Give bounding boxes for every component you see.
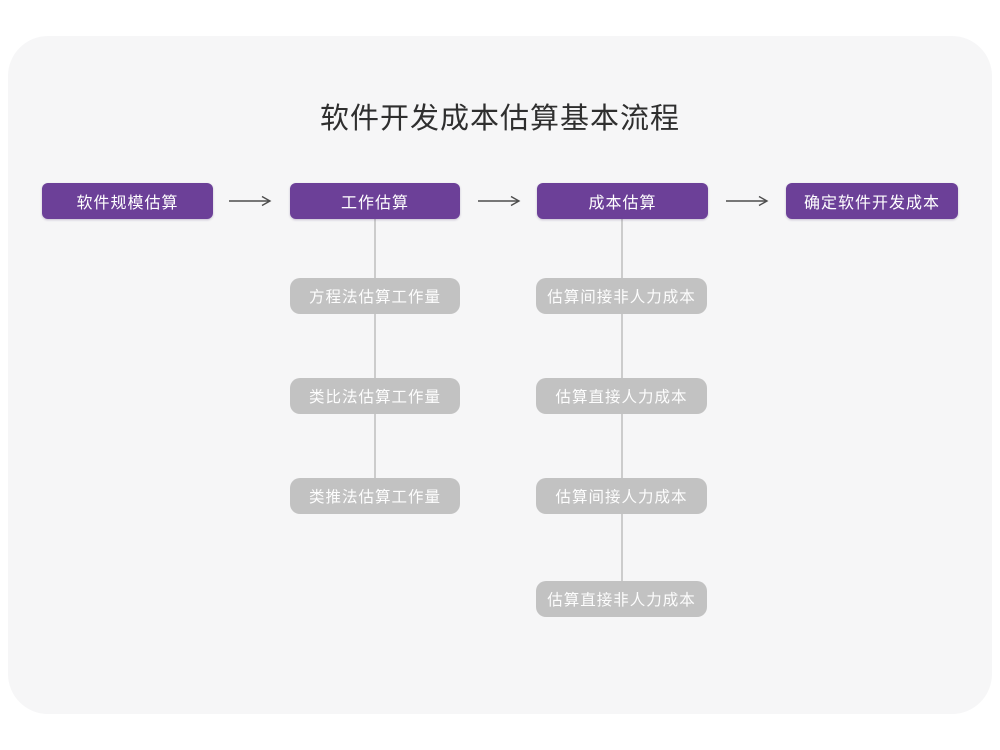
flow-node-label: 软件规模估算 [76,195,179,212]
diagram-canvas-card [8,36,992,714]
sub-node-label: 估算直接非人力成本 [547,592,696,609]
page-title: 软件开发成本估算基本流程 [319,103,680,135]
sub-node-analogy-method: 类比法估算工作量 [290,378,460,414]
connector-line-work-estimation [374,219,376,481]
sub-node-equation-method: 方程法估算工作量 [290,278,460,314]
sub-node-direct-nonlabor-cost: 估算直接非人力成本 [536,581,707,617]
sub-node-label: 估算直接人力成本 [555,389,688,406]
sub-node-label: 方程法估算工作量 [308,289,441,306]
right-arrow-icon [726,195,769,207]
right-arrow-icon [478,195,521,207]
sub-node-label: 估算间接非人力成本 [547,289,696,306]
flow-node-work-estimation: 工作估算 [290,183,460,219]
flow-node-cost-estimation: 成本估算 [537,183,708,219]
flow-node-label: 成本估算 [588,195,657,212]
sub-node-label: 类推法估算工作量 [308,489,441,506]
sub-node-label: 类比法估算工作量 [308,389,441,406]
right-arrow-icon [229,195,272,207]
flow-node-determine-dev-cost: 确定软件开发成本 [786,183,958,219]
sub-node-label: 估算间接人力成本 [555,489,688,506]
sub-node-extrapolation-method: 类推法估算工作量 [290,478,460,514]
flow-node-label: 确定软件开发成本 [803,195,940,212]
sub-node-direct-labor-cost: 估算直接人力成本 [536,378,707,414]
sub-node-indirect-nonlabor-cost: 估算间接非人力成本 [536,278,707,314]
flow-node-software-scale-estimation: 软件规模估算 [42,183,213,219]
flow-node-label: 工作估算 [340,195,409,212]
sub-node-indirect-labor-cost: 估算间接人力成本 [536,478,707,514]
